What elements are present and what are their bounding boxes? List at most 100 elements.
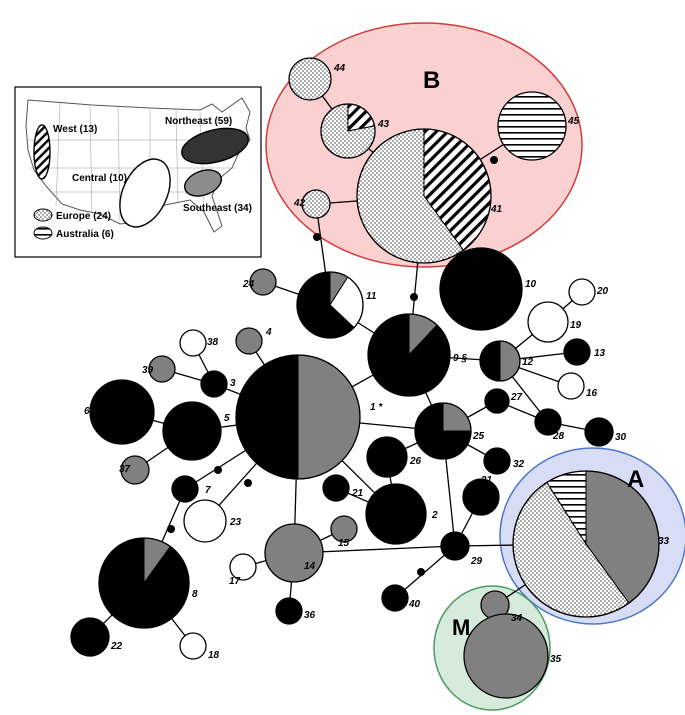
haplotype-node-22 xyxy=(70,617,110,657)
mutation-step-dot xyxy=(167,525,175,533)
group-label-a: A xyxy=(627,466,644,493)
haplotype-node-41 xyxy=(356,128,492,264)
haplotype-label-6: 6 xyxy=(84,406,90,417)
legend-europe-swatch xyxy=(33,208,53,222)
haplotype-node-43 xyxy=(320,103,376,159)
haplotype-label-38: 38 xyxy=(207,337,219,348)
haplotype-node-7 xyxy=(171,475,199,503)
legend-southeast-ellipse xyxy=(183,169,223,197)
haplotype-node-39 xyxy=(148,355,176,383)
haplotype-label-31: 31 xyxy=(481,475,493,486)
haplotype-label-18: 18 xyxy=(208,650,220,661)
legend-australia-label: Australia (6) xyxy=(56,229,114,240)
haplotype-label-26: 26 xyxy=(409,456,422,467)
haplotype-label-5: 5 xyxy=(224,413,230,424)
haplotype-node-42 xyxy=(301,189,331,219)
haplotype-label-30: 30 xyxy=(615,432,627,443)
haplotype-label-45: 45 xyxy=(567,116,580,127)
us-map-outline xyxy=(25,97,251,233)
haplotype-node-14 xyxy=(264,523,324,583)
group-label-m: M xyxy=(452,615,470,640)
haplotype-node-13 xyxy=(563,338,591,366)
haplotype-label-33: 33 xyxy=(658,536,670,547)
haplotype-node-45 xyxy=(497,91,567,161)
haplotype-label-24: 24 xyxy=(242,279,255,290)
haplotype-node-32 xyxy=(483,447,511,475)
legend-west-ellipse xyxy=(33,124,51,180)
mutation-step-dot xyxy=(244,479,252,487)
legend-southeast-label: Southeast (34) xyxy=(183,203,252,214)
haplotype-node-31 xyxy=(462,478,500,516)
mutation-step-dot xyxy=(313,233,321,241)
haplotype-label-44: 44 xyxy=(333,63,346,74)
mutation-step-dot xyxy=(490,156,498,164)
haplotype-label-34: 34 xyxy=(511,613,523,624)
haplotype-label-22: 22 xyxy=(110,641,123,652)
legend-box: West (13) Northeast (59) Central (10) So… xyxy=(14,86,262,258)
haplotype-node-5 xyxy=(162,401,222,461)
legend-australia-swatch xyxy=(33,226,53,240)
haplotype-label-25: 25 xyxy=(472,431,485,442)
haplotype-node-15 xyxy=(330,515,358,543)
legend-europe-label: Europe (24) xyxy=(56,211,111,222)
haplotype-label-10: 10 xyxy=(525,279,537,290)
haplotype-label-29: 29 xyxy=(470,556,483,567)
haplotype-node-2 xyxy=(365,483,427,545)
haplotype-label-40: 40 xyxy=(408,599,421,610)
mutation-step-dot xyxy=(214,466,222,474)
haplotype-label-19: 19 xyxy=(570,320,582,331)
haplotype-label-2: 2 xyxy=(431,510,438,521)
haplotype-label-42: 42 xyxy=(293,198,306,209)
haplotype-label-35: 35 xyxy=(550,654,562,665)
haplotype-label-41: 41 xyxy=(490,204,503,215)
group-label-b: B xyxy=(423,67,440,94)
haplotype-label-21: 21 xyxy=(351,488,364,499)
haplotype-node-36 xyxy=(275,597,303,625)
mutation-step-dot xyxy=(417,568,425,576)
mutation-steps xyxy=(167,156,498,576)
haplotype-label-39: 39 xyxy=(142,365,154,376)
haplotype-node-3 xyxy=(200,370,228,398)
haplotype-label-11: 11 xyxy=(366,291,377,302)
haplotype-node-18 xyxy=(179,632,207,660)
haplotype-label-37: 37 xyxy=(119,464,131,475)
haplotype-node-16 xyxy=(557,372,585,400)
haplotype-node-44 xyxy=(288,57,332,101)
haplotype-label-13: 13 xyxy=(594,348,606,359)
haplotype-node-6 xyxy=(89,379,155,445)
haplotype-node-20 xyxy=(568,278,596,306)
legend-northeast-ellipse xyxy=(181,127,249,165)
legend-central-label: Central (10) xyxy=(72,173,127,184)
haplotype-label-4: 4 xyxy=(265,327,272,338)
haplotype-label-43: 43 xyxy=(377,119,390,130)
haplotype-node-40 xyxy=(381,584,409,612)
haplotype-node-19 xyxy=(527,301,569,343)
haplotype-label-23: 23 xyxy=(229,517,242,528)
haplotype-label-3: 3 xyxy=(230,378,236,389)
haplotype-node-26 xyxy=(366,436,408,478)
haplotype-label-36: 36 xyxy=(304,610,316,621)
haplotype-node-12 xyxy=(479,340,521,382)
haplotype-node-4 xyxy=(235,327,263,355)
haplotype-node-33 xyxy=(512,470,660,618)
haplotype-label-15: 15 xyxy=(338,538,350,549)
haplotype-node-21 xyxy=(322,474,350,502)
haplotype-label-27: 27 xyxy=(510,392,523,403)
haplotype-nodes xyxy=(70,57,660,699)
legend-northeast-label: Northeast (59) xyxy=(165,116,232,127)
haplotype-node-30 xyxy=(584,417,614,447)
haplotype-node-8 xyxy=(98,537,190,629)
haplotype-node-25 xyxy=(414,402,472,460)
haplotype-node-28 xyxy=(534,408,562,436)
legend-central-ellipse xyxy=(119,158,171,228)
haplotype-label-12: 12 xyxy=(522,357,534,368)
haplotype-node-10 xyxy=(439,247,523,331)
haplotype-node-35 xyxy=(463,613,549,699)
haplotype-label-8: 8 xyxy=(192,589,198,600)
haplotype-node-29 xyxy=(440,531,470,561)
haplotype-label-7: 7 xyxy=(205,485,211,496)
haplotype-label-16: 16 xyxy=(586,388,598,399)
legend-west-label: West (13) xyxy=(53,124,97,135)
haplotype-node-11 xyxy=(296,271,364,339)
